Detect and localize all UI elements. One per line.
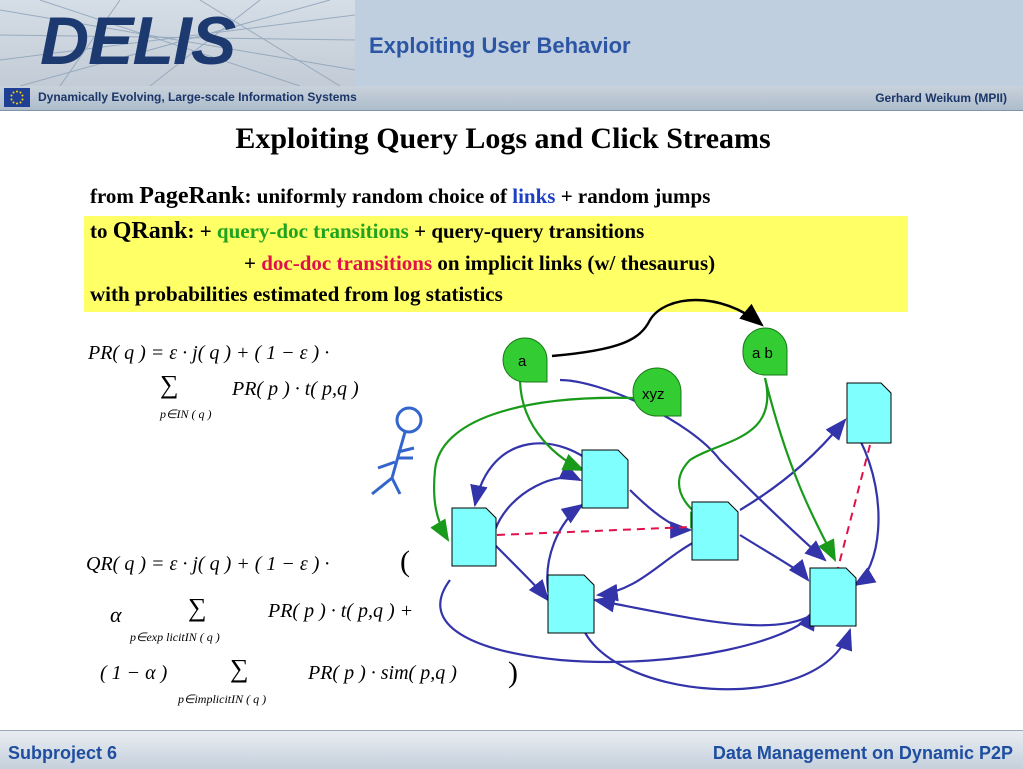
doc-transition-arrows	[439, 378, 880, 691]
slide-title: Exploiting Query Logs and Click Streams	[235, 122, 771, 155]
qr-sigma-explicit: ∑	[188, 593, 207, 622]
pagerank-description: : uniformly random choice of	[244, 184, 508, 208]
pr-formula-line1: PR( q ) = ε · j( q ) + ( 1 − ε ) ·	[88, 342, 330, 364]
pr-sigma: ∑	[160, 370, 179, 399]
qr-implicit-subscript: p∈implicitIN ( q )	[178, 692, 267, 706]
document-node	[547, 574, 595, 634]
user-icon	[371, 406, 423, 496]
footer-bar: Subproject 6 Data Management on Dynamic …	[0, 730, 1023, 769]
text-line-pagerank: from PageRank: uniformly random choice o…	[90, 183, 710, 210]
document-node	[691, 501, 739, 561]
header-logo-area: DELIS	[0, 0, 355, 86]
links-word: links	[512, 184, 556, 208]
text-line-doc-doc: + doc-doc transitions on implicit links …	[244, 251, 715, 276]
qr-sigma-implicit: ∑	[230, 654, 249, 683]
text-line-qrank: to QRank: + query-doc transitions + quer…	[90, 218, 644, 245]
text-line-probabilities: with probabilities estimated from log st…	[90, 282, 503, 306]
from-word: from	[90, 184, 134, 208]
alpha-symbol: α	[110, 602, 122, 627]
author-label: Gerhard Weikum (MPII)	[875, 91, 1007, 105]
doc-doc-plus: +	[244, 251, 256, 275]
logo-network-lines	[0, 0, 355, 86]
query-query-transitions: + query-query transitions	[414, 219, 645, 243]
qr-formula-line1: QR( q ) = ε · j( q ) + ( 1 − ε ) ·	[86, 553, 330, 575]
document-node	[846, 382, 892, 444]
doc-doc-transitions: doc-doc transitions	[261, 251, 433, 275]
qr-open-paren: (	[400, 545, 410, 578]
subheader-bar: Dynamically Evolving, Large-scale Inform…	[0, 86, 1023, 111]
document-nodes	[451, 382, 892, 634]
document-node	[451, 507, 497, 567]
query-node-xyz	[632, 367, 682, 417]
query-node-ab	[742, 327, 788, 376]
query-node-ab-label: a b	[752, 345, 773, 362]
qrank-word: QRank	[112, 218, 188, 244]
query-query-arrow	[551, 298, 764, 358]
qr-explicit-subscript: p∈exp licitIN ( q )	[130, 630, 220, 644]
qr-explicit-term: PR( p ) · t( p,q ) +	[268, 600, 414, 622]
query-node-a	[502, 337, 548, 383]
query-doc-transitions: query-doc transitions	[216, 219, 409, 243]
one-minus-alpha: ( 1 − α )	[100, 662, 168, 684]
query-node-xyz-label: xyz	[642, 386, 665, 403]
query-doc-arrows	[430, 377, 836, 562]
header-band: Exploiting User Behavior	[355, 0, 1023, 86]
query-node-a-label: a	[518, 353, 527, 370]
pagerank-word: PageRank	[139, 183, 245, 209]
footer-subproject: Subproject 6	[8, 743, 118, 763]
document-node	[581, 449, 629, 509]
project-subtitle: Dynamically Evolving, Large-scale Inform…	[38, 90, 357, 104]
highlight-box	[84, 216, 908, 312]
eu-flag-icon	[4, 88, 30, 107]
to-word: to	[90, 219, 108, 243]
document-node	[809, 567, 857, 627]
implicit-links-text: on implicit links (w/ thesaurus)	[437, 251, 716, 275]
qr-implicit-term: PR( p ) · sim( p,q )	[308, 662, 457, 684]
delis-logo: DELIS	[40, 3, 236, 79]
implicit-doc-links	[496, 444, 871, 569]
footer-topic: Data Management on Dynamic P2P	[712, 743, 1013, 763]
qr-close-paren: )	[508, 656, 518, 689]
pr-formula-term: PR( p ) · t( p,q )	[232, 378, 359, 400]
random-jumps-text: + random jumps	[560, 184, 711, 208]
pr-subscript: p∈IN ( q )	[160, 407, 212, 421]
header-title: Exploiting User Behavior	[369, 33, 631, 58]
qrank-plus: : +	[187, 219, 212, 243]
